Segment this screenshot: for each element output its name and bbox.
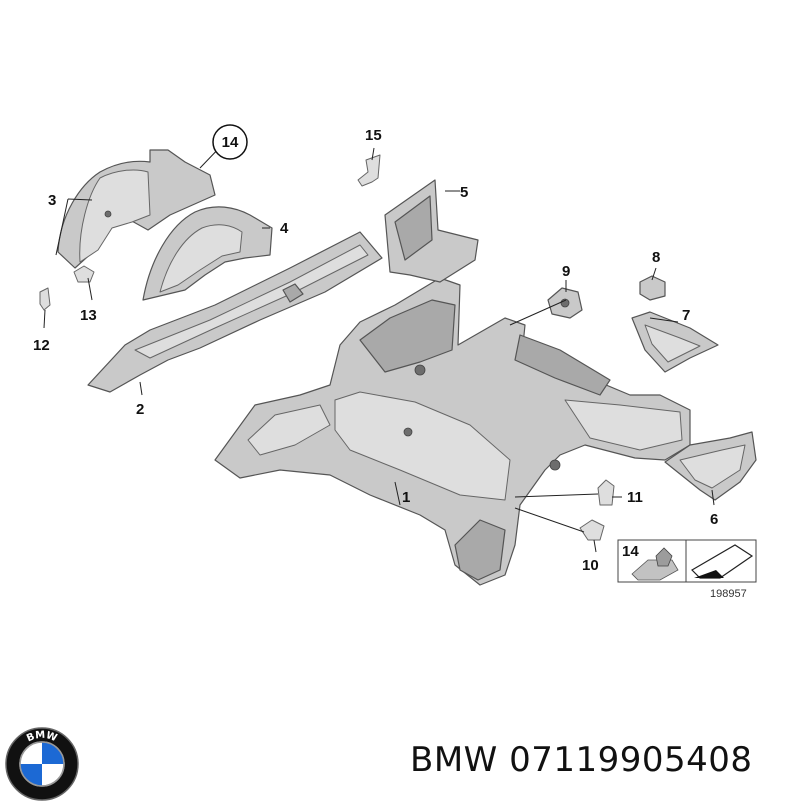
part-5-bracket-box (384, 179, 479, 283)
inset-arrow-icon (691, 544, 754, 579)
brand-label: BMW (410, 740, 498, 780)
callout-7: 7 (682, 307, 690, 324)
part-2-longitudinal-member (87, 231, 383, 393)
inset-callout-14: 14 (622, 543, 639, 560)
part-7-gusset (631, 311, 719, 373)
callout-5: 5 (460, 184, 468, 201)
callout-4: 4 (280, 220, 289, 237)
callout-6: 6 (710, 511, 718, 528)
bmw-logo: BMW (5, 727, 79, 801)
part-number: 07119905408 (509, 740, 753, 780)
part-9-mount (547, 287, 583, 319)
callout-2: 2 (136, 401, 144, 418)
callout-3: 3 (48, 192, 56, 209)
part-10-bracket (579, 519, 605, 541)
part-caption: BMW 07119905408 (410, 740, 753, 780)
inset-legend: 14 (617, 539, 757, 583)
part-15-clip (357, 154, 381, 187)
part-3-wheel-arch-shield (57, 149, 216, 269)
svg-text:14: 14 (222, 134, 239, 151)
callout-14-circled: 14 (212, 124, 248, 160)
part-6-shield-right (664, 431, 757, 501)
callout-12: 12 (33, 337, 50, 354)
part-1-front-axle-carrier (214, 277, 691, 586)
callout-10: 10 (582, 557, 599, 574)
callout-8: 8 (652, 249, 660, 266)
inset-pad-icon (631, 547, 679, 581)
reference-number: 198957 (710, 588, 747, 600)
part-4-inner-shield (142, 206, 273, 301)
leader-lines (43, 142, 715, 553)
part-8-small-bracket (639, 275, 666, 301)
callout-11: 11 (627, 489, 643, 506)
callout-1: 1 (402, 489, 410, 506)
callout-15: 15 (365, 127, 382, 144)
part-12-clip (39, 287, 51, 311)
part-11-clip (597, 479, 615, 506)
callout-13: 13 (80, 307, 97, 324)
part-13-clip (73, 265, 95, 283)
callout-9: 9 (562, 263, 570, 280)
